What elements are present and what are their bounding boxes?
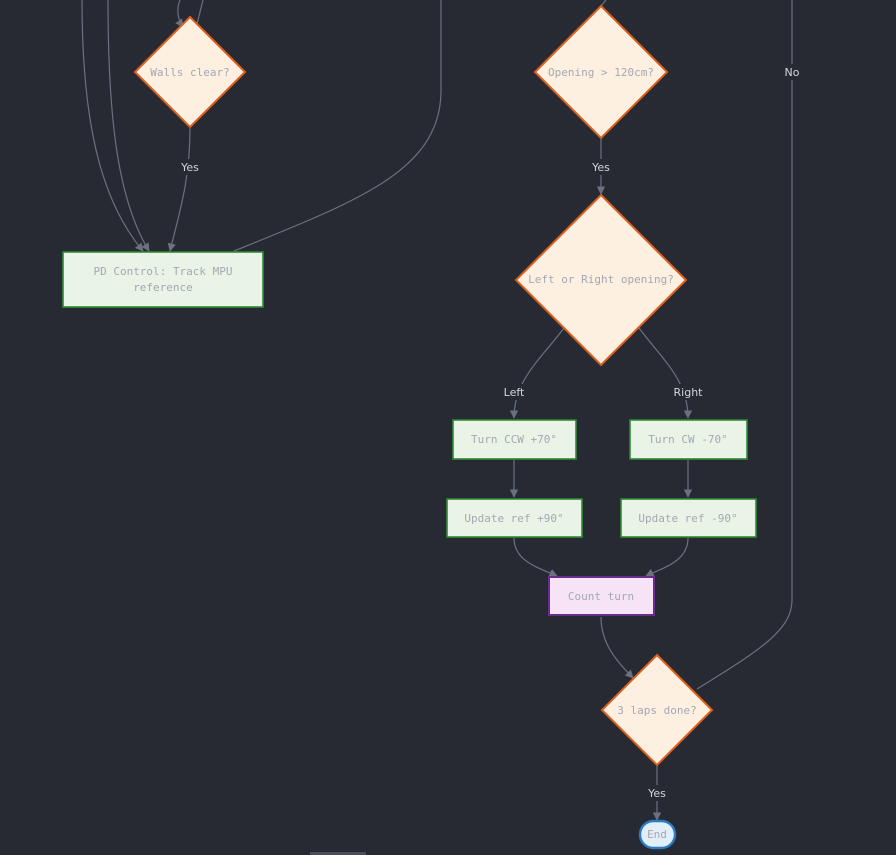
edge-left-or-right-to-turn-cw <box>638 327 693 419</box>
process-count-turn-label: Count turn <box>568 590 634 603</box>
edge-laps-done-no-loop <box>696 0 793 690</box>
edge-walls-clear-to-pd-control <box>167 127 191 252</box>
edge-label-right: Right <box>674 386 704 399</box>
edge-incoming-2-to-pd-control <box>107 0 150 252</box>
decision-opening-check-label: Opening > 120cm? <box>548 66 654 79</box>
process-turn-ccw[interactable]: Turn CCW +70° <box>452 419 577 460</box>
edge-label-laps-no: No <box>785 66 800 79</box>
edge-incoming-passing-walls-clear <box>196 0 204 25</box>
edge-left-or-right-to-turn-ccw <box>509 327 565 419</box>
edges <box>81 0 793 821</box>
edge-count-turn-to-laps-done <box>600 616 634 679</box>
edge-update-ref-minus-to-count-turn <box>645 537 689 577</box>
process-update-ref-plus-label: Update ref +90° <box>464 512 563 525</box>
process-turn-cw[interactable]: Turn CW -70° <box>629 419 748 460</box>
terminal-end[interactable]: End <box>638 819 677 850</box>
process-pd-control[interactable]: PD Control: Track MPU reference <box>62 251 264 308</box>
process-update-ref-minus[interactable]: Update ref -90° <box>620 498 757 538</box>
process-update-ref-minus-label: Update ref -90° <box>638 512 737 525</box>
decision-walls-clear[interactable]: Walls clear? <box>133 15 247 129</box>
process-turn-cw-label: Turn CW -70° <box>648 433 727 446</box>
decision-left-or-right[interactable]: Left or Right opening? <box>514 193 688 367</box>
process-turn-ccw-label: Turn CCW +70° <box>471 433 557 446</box>
decision-left-or-right-label: Left or Right opening? <box>528 273 674 286</box>
edge-label-left: Left <box>504 386 525 399</box>
process-count-turn[interactable]: Count turn <box>548 576 655 616</box>
process-pd-control-label-line1: PD Control: Track MPU <box>93 265 232 278</box>
edge-update-ref-plus-to-count-turn <box>513 537 558 577</box>
edge-label-walls-yes: Yes <box>180 161 199 174</box>
process-update-ref-plus[interactable]: Update ref +90° <box>446 498 583 538</box>
process-pd-control-label-line2: reference <box>133 281 193 294</box>
edge-labels: Yes Yes Left Right Yes No <box>176 64 803 801</box>
terminal-end-label: End <box>647 828 667 841</box>
edge-loop-to-pd-control <box>233 0 442 252</box>
decision-opening-check[interactable]: Opening > 120cm? <box>533 4 669 140</box>
edge-label-laps-yes: Yes <box>647 787 666 800</box>
horizontal-scrollbar-thumb[interactable] <box>310 852 366 855</box>
edge-incoming-into-opening-check <box>600 0 607 7</box>
edge-label-opening-yes: Yes <box>591 161 610 174</box>
edge-incoming-into-walls-clear <box>175 0 184 28</box>
decision-laps-done-label: 3 laps done? <box>617 704 696 717</box>
decision-walls-clear-label: Walls clear? <box>150 66 229 79</box>
edge-incoming-1-to-pd-control <box>81 0 144 252</box>
decision-laps-done[interactable]: 3 laps done? <box>600 653 714 767</box>
